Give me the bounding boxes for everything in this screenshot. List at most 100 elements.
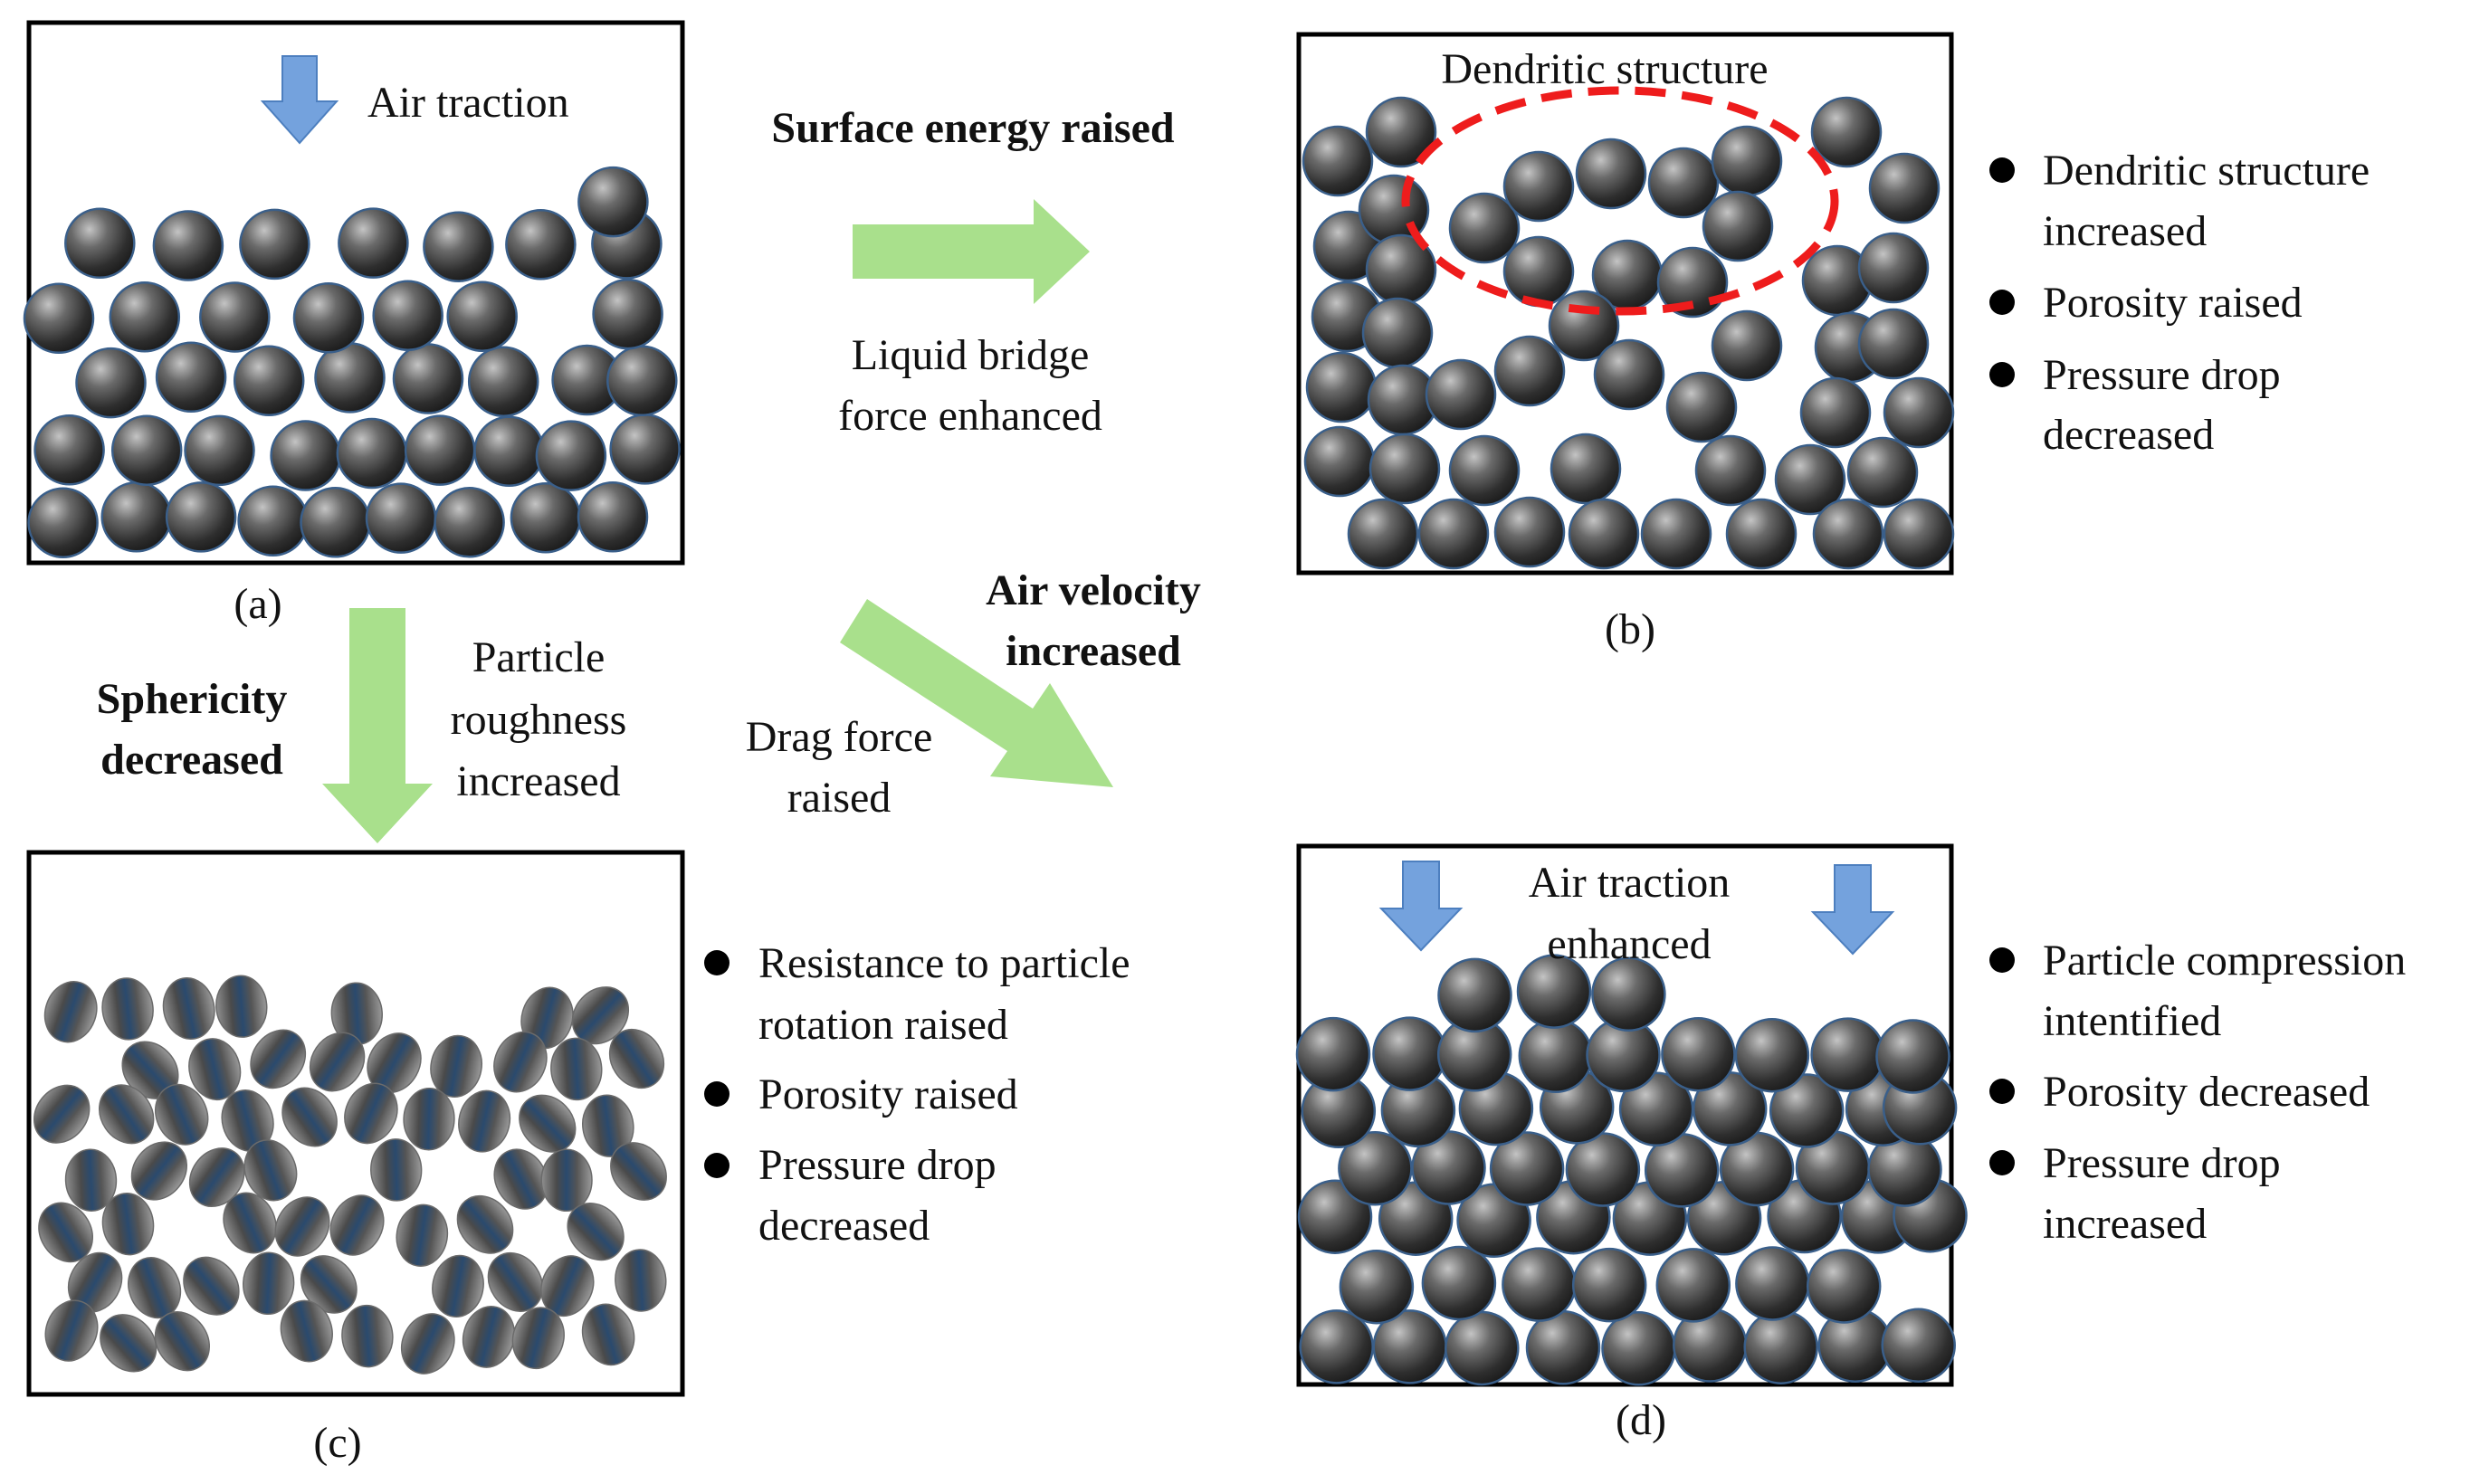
rough-particle-icon <box>511 1307 565 1370</box>
d-bullet-3-line2: increased <box>2043 1200 2207 1248</box>
bullet-icon <box>704 1153 730 1178</box>
sphere-particle-icon <box>1448 192 1521 264</box>
rough-particle-icon <box>280 1299 333 1363</box>
sphere-particle-icon <box>1881 1308 1956 1384</box>
sphere-particle-icon <box>1297 1179 1373 1254</box>
c-bullet-3-line2: decreased <box>758 1202 930 1250</box>
sphere-particle-icon <box>1857 232 1930 304</box>
rough-particle-icon <box>44 1299 99 1362</box>
sphere-particle-icon <box>1694 434 1767 507</box>
sphere-particle-icon <box>292 282 365 354</box>
sphere-particle-icon <box>1425 358 1497 431</box>
sphere-particle-icon <box>1516 954 1592 1029</box>
rough-particle-icon <box>567 1203 625 1261</box>
sphere-particle-icon <box>1502 1247 1577 1322</box>
sphere-particle-icon <box>609 414 681 485</box>
surface-energy-label: Surface energy raised <box>771 104 1175 152</box>
sphere-particle-icon <box>446 281 518 352</box>
d-bullet-3-line1: Pressure drop <box>2043 1139 2281 1187</box>
sphere-particle-icon <box>1875 1019 1950 1094</box>
sphere-particle-icon <box>1591 956 1666 1032</box>
rough-particle-icon <box>430 1034 482 1098</box>
sphere-particle-icon <box>1305 351 1378 423</box>
sphere-particle-icon <box>1575 138 1647 210</box>
sphere-particle-icon <box>434 487 505 558</box>
roughness-line3: increased <box>456 757 620 805</box>
rough-particle-icon <box>101 1193 155 1256</box>
sphere-particle-icon <box>1883 376 1955 449</box>
sphere-particle-icon <box>365 482 437 554</box>
c-bullet-1-line2: rotation raised <box>758 1001 1008 1049</box>
sphere-particle-icon <box>27 487 99 558</box>
sphere-particle-icon <box>199 281 271 353</box>
rough-particle-icon <box>100 1314 157 1373</box>
blue-down-arrow-icon <box>260 55 339 145</box>
sphere-particle-icon <box>1295 1016 1371 1092</box>
sphere-particle-icon <box>1489 1131 1565 1206</box>
sphere-particle-icon <box>467 346 539 417</box>
rough-particle-icon <box>33 1084 91 1144</box>
rough-particle-icon <box>154 1311 210 1372</box>
sphere-particle-icon <box>1883 498 1955 570</box>
sphere-particle-icon <box>577 166 649 238</box>
sphere-particle-icon <box>152 210 224 281</box>
rough-particle-icon <box>608 1028 665 1089</box>
sphere-particle-icon <box>1711 125 1783 197</box>
sphere-particle-icon <box>1846 436 1919 509</box>
sphere-particle-icon <box>336 417 408 490</box>
sphere-particle-icon <box>1518 1018 1594 1094</box>
bullet-icon <box>1989 1079 2015 1104</box>
d-bullet-1-line1: Particle compression <box>2043 937 2406 985</box>
rough-particle-icon <box>274 1196 330 1257</box>
sphere-particle-icon <box>155 341 227 414</box>
sphere-particle-icon <box>1769 1073 1845 1148</box>
bullet-layer <box>704 157 2015 1178</box>
sphere-particle-icon <box>505 209 577 281</box>
sphere-particle-icon <box>314 342 386 414</box>
sphere-particle-icon <box>535 420 607 491</box>
sphere-particle-icon <box>1550 433 1622 505</box>
sphere-particle-icon <box>1493 496 1566 568</box>
air-traction-label: Air traction <box>367 79 569 127</box>
air-traction-enhanced-line2: enhanced <box>1547 920 1711 968</box>
rough-particle-icon <box>329 1194 385 1256</box>
c-bullet-1-line1: Resistance to particle <box>758 939 1130 987</box>
roughness-line1: Particle <box>472 633 606 681</box>
bullet-icon <box>704 1081 730 1107</box>
sphere-particle-icon <box>473 415 545 487</box>
sphere-particle-icon <box>1735 1246 1810 1321</box>
rough-particle-icon <box>183 1256 240 1316</box>
sphere-particle-icon <box>1661 1016 1736 1092</box>
panel-a-particles <box>23 166 681 558</box>
sphericity-line2: decreased <box>100 736 283 784</box>
rough-particle-icon <box>458 1089 511 1153</box>
sphere-particle-icon <box>64 207 136 280</box>
sphere-particle-icon <box>1417 498 1490 570</box>
bullet-icon <box>1989 947 2015 973</box>
sphere-particle-icon <box>1806 1249 1882 1324</box>
rough-particle-icon <box>155 1083 209 1146</box>
sphere-particle-icon <box>1857 308 1930 380</box>
liquid-bridge-line2: force enhanced <box>838 392 1102 440</box>
rough-particle-icon <box>487 1251 544 1312</box>
rough-particle-icon <box>370 1138 423 1202</box>
dendritic-structure-label: Dendritic structure <box>1441 45 1768 93</box>
bullet-icon <box>1989 362 2015 387</box>
sphere-particle-icon <box>1640 498 1712 570</box>
sphere-particle-icon <box>1774 443 1846 516</box>
sphere-particle-icon <box>184 414 255 487</box>
b-bullet-1-line2: increased <box>2043 207 2207 255</box>
rough-particle-icon <box>162 976 215 1041</box>
sphere-particle-icon <box>1593 338 1665 411</box>
rough-particle-icon <box>43 981 98 1043</box>
rough-particle-icon <box>344 1082 398 1145</box>
sphere-particle-icon <box>338 207 409 279</box>
rough-particle-icon <box>130 1141 188 1201</box>
rough-particle-icon <box>396 1203 449 1267</box>
sphere-particle-icon <box>1647 147 1720 219</box>
sphere-particle-icon <box>592 278 663 350</box>
rough-particle-icon <box>281 1087 338 1147</box>
sphere-particle-icon <box>1365 96 1437 168</box>
sphere-particle-icon <box>109 281 181 353</box>
air-velocity-line2: increased <box>1006 627 1181 675</box>
